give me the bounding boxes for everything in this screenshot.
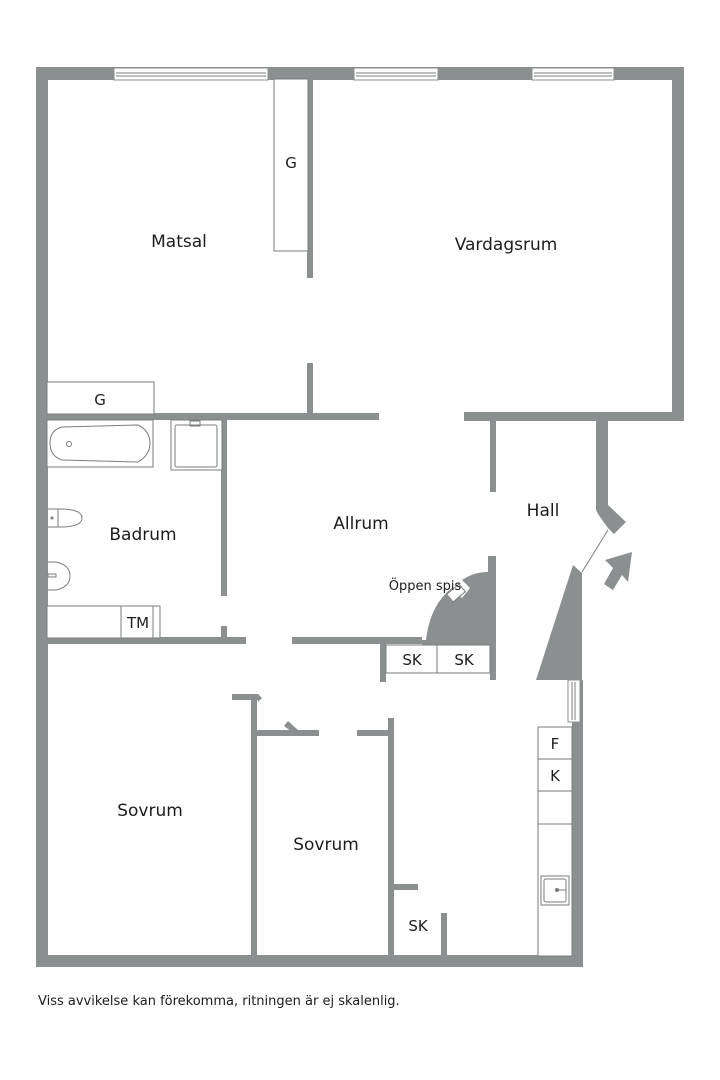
room-label-sovrum-2: Sovrum <box>293 835 359 855</box>
closet-label-g-lower: G <box>94 391 106 409</box>
entrance-door <box>581 529 609 573</box>
label-oppen-spis: Öppen spis <box>389 577 462 594</box>
disclaimer-text: Viss avvikelse kan förekomma, ritningen … <box>38 994 400 1009</box>
closet-label-g-matsal: G <box>285 154 297 172</box>
closet-label-sk-1: SK <box>402 651 423 669</box>
room-labels: Matsal Vardagsrum Badrum Allrum Hall Sov… <box>109 232 559 855</box>
closet-label-sk-2: SK <box>454 651 475 669</box>
label-tm: TM <box>126 614 149 632</box>
kitchen-label-k: K <box>550 767 561 785</box>
entrance-arrow-icon <box>604 552 632 590</box>
kitchen-label-f: F <box>551 735 560 753</box>
closet-label-sk-3: SK <box>408 917 429 935</box>
room-label-badrum: Badrum <box>109 525 176 545</box>
interior-walls <box>46 78 626 958</box>
room-label-hall: Hall <box>527 501 560 521</box>
room-label-allrum: Allrum <box>333 514 388 534</box>
windows <box>113 67 615 723</box>
fixtures <box>46 78 573 957</box>
room-label-vardagsrum: Vardagsrum <box>455 235 558 255</box>
fixture-labels: G G TM Öppen spis SK SK SK F K <box>94 154 561 935</box>
room-label-sovrum-1: Sovrum <box>117 801 183 821</box>
room-label-matsal: Matsal <box>151 232 207 252</box>
